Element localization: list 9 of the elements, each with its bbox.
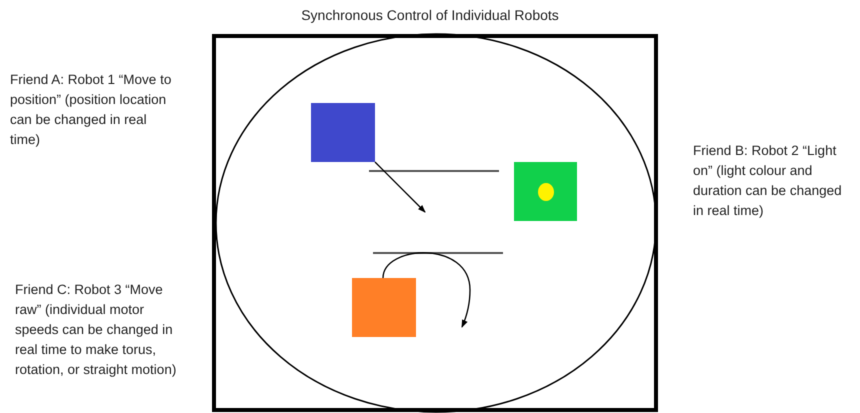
robot-description: Friend B: Robot 2 “Light on” (light colour and duration can be changed in real time) bbox=[693, 142, 843, 220]
arrow bbox=[374, 162, 426, 213]
robot-square bbox=[514, 162, 577, 221]
robot-description: Friend C: Robot 3 “Move raw” (individual motor speeds can be changed in real time to make torus, rotation, or straight motion) bbox=[15, 281, 178, 379]
diagram-title: Synchronous Control of Individual Robots bbox=[300, 6, 560, 25]
robot-description: Friend A: Robot 1 “Move to position” (position location can be changed in real time) bbox=[10, 71, 172, 149]
robot-square bbox=[311, 103, 375, 162]
arrow bbox=[382, 252, 471, 328]
robot-square bbox=[352, 278, 416, 337]
